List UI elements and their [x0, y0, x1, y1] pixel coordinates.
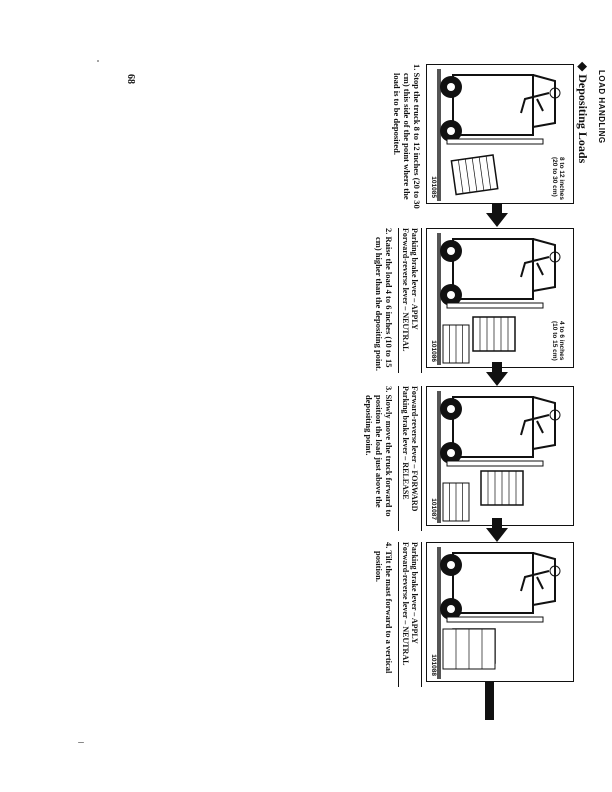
scan-speck: [78, 742, 84, 743]
arrow-right-icon: [486, 528, 508, 542]
load-pallet: [450, 154, 499, 196]
running-header: LOAD HANDLING: [597, 70, 606, 144]
step-3-text: 3. Slowly move the truck forward to posi…: [364, 386, 394, 517]
forklift-illustration: [437, 233, 561, 365]
figure-panel-2: 4 to 6 inches(10 to 15 cm) 101086: [426, 228, 574, 368]
load-pallet: [480, 470, 524, 506]
figure-number: 101085: [430, 175, 437, 199]
figure-panel-1: 8 to 12 inches(20 to 30 cm) 101085: [426, 64, 574, 204]
step-4-text: 4. Tilt the mast forward to a vertical p…: [374, 542, 394, 674]
section-title: ◆ Depositing Loads: [576, 62, 590, 164]
forklift-illustration: [437, 69, 561, 201]
figure-number: 101088: [430, 653, 437, 677]
figure-panel-3: 101087: [426, 386, 574, 526]
forklift-illustration: [437, 391, 561, 523]
arrow-right-icon: [486, 372, 508, 386]
figure-panel-4: 101088: [426, 542, 574, 682]
figure-number: 101086: [430, 339, 437, 363]
forklift-illustration: [437, 547, 561, 679]
depositing-rack: [442, 324, 470, 364]
depositing-rack: [442, 482, 470, 522]
figure-number: 101087: [430, 497, 437, 521]
scan-speck: [97, 60, 99, 62]
distance-annotation: 8 to 12 inches(20 to 30 cm): [551, 157, 565, 200]
page-number: 68: [125, 74, 136, 84]
arrow-right-icon: [486, 213, 508, 227]
end-bar: [485, 682, 494, 720]
height-annotation: 4 to 6 inches(10 to 15 cm): [551, 321, 565, 361]
load-pallet: [472, 316, 516, 352]
step-1-text: 1. Stop the truck 8 to 12 inches (20 to …: [392, 64, 422, 209]
step-2-text: 2. Raise the load 4 to 6 inches (10 to 1…: [374, 228, 394, 371]
depositing-rack: [442, 628, 496, 670]
